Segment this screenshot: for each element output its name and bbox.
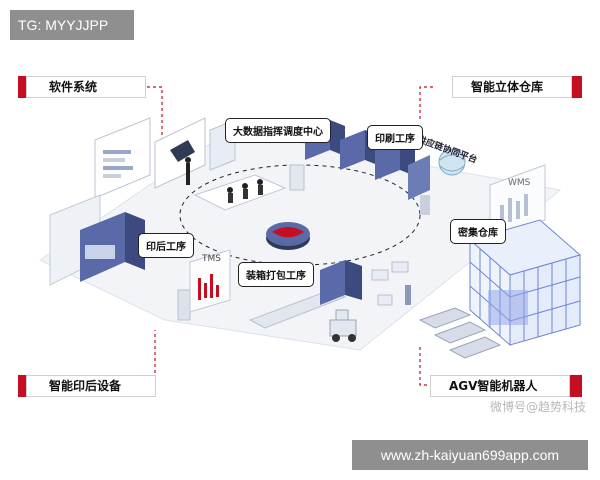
section-connectors xyxy=(147,86,433,386)
software-section-label: 软件系统 xyxy=(26,76,146,98)
dense-storage-callout: 密集仓库 xyxy=(450,219,506,244)
printing-callout: 印刷工序 xyxy=(367,125,423,150)
tms-screen xyxy=(189,249,231,313)
supply-chain-globe xyxy=(438,148,466,176)
post-press-callout: 印后工序 xyxy=(138,233,194,258)
dashboard-panels xyxy=(94,117,236,199)
packaging-line xyxy=(248,260,411,329)
agv-robots xyxy=(418,307,502,359)
big-data-callout: 大数据指挥调度中心 xyxy=(225,118,331,143)
agv-section-label: AGV智能机器人 xyxy=(430,375,570,397)
bottom-watermark: www.zh-kaiyuan699app.com xyxy=(352,440,588,470)
agv-accent xyxy=(568,375,582,397)
tms-label: TMS xyxy=(202,254,221,264)
forklift xyxy=(329,309,357,342)
printing-equipment-section-label: 智能印后设备 xyxy=(26,375,156,397)
packaging-callout: 装箱打包工序 xyxy=(238,262,314,287)
author-watermark: 微博号@趋势科技 xyxy=(490,400,587,414)
warehouse-section-label: 智能立体仓库 xyxy=(452,76,572,98)
command-center xyxy=(185,157,305,211)
post-press-equipment xyxy=(49,194,191,321)
center-logo xyxy=(266,222,310,250)
wms-label: WMS xyxy=(508,178,531,188)
top-watermark: TG: MYYJJPP xyxy=(10,10,134,40)
